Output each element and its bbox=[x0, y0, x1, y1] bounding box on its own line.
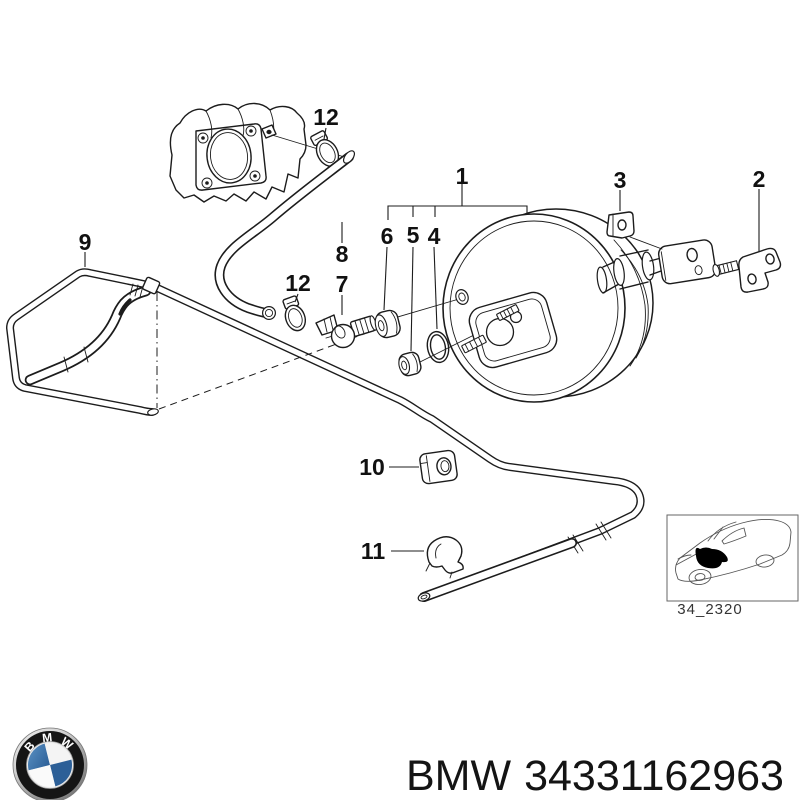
bracket-with-bolt-2 bbox=[712, 247, 782, 293]
bmw-logo: B M W bbox=[12, 727, 88, 800]
o-ring-4 bbox=[426, 330, 450, 364]
part-label-12-mid: 12 bbox=[285, 270, 311, 296]
hose-end-opening bbox=[417, 592, 431, 602]
brand-text: BMW bbox=[406, 752, 512, 800]
grommet-10 bbox=[419, 449, 458, 485]
part-label-8: 8 bbox=[336, 241, 349, 267]
vacuum-pipe-9 bbox=[6, 268, 645, 602]
pipe-end-opening bbox=[147, 408, 159, 416]
part-label-2: 2 bbox=[753, 166, 766, 192]
flange-bolts bbox=[197, 125, 261, 189]
part-label-5: 5 bbox=[407, 222, 420, 248]
grommet-5 bbox=[398, 351, 422, 377]
location-marker bbox=[695, 547, 728, 569]
part-label-1: 1 bbox=[456, 163, 469, 189]
bmw-quarters bbox=[28, 743, 72, 787]
clevis-fork bbox=[657, 239, 717, 285]
part-label-6: 6 bbox=[381, 223, 394, 249]
part-label-9: 9 bbox=[79, 229, 92, 255]
retaining-bracket-3 bbox=[606, 211, 663, 250]
elbow-shading bbox=[118, 298, 132, 316]
elbow-fitting-7 bbox=[315, 314, 378, 349]
check-valve-port bbox=[455, 289, 469, 305]
part-label-12-top: 12 bbox=[313, 104, 339, 130]
thumbnail-caption: 34_2320 bbox=[677, 601, 742, 618]
hose-section-marks bbox=[63, 346, 89, 373]
car-sketch bbox=[675, 518, 792, 586]
intake-manifold-sketch bbox=[169, 102, 307, 203]
part-label-11: 11 bbox=[361, 538, 386, 564]
part-number: 34331162963 bbox=[524, 752, 784, 800]
vacuum-hose-8 bbox=[214, 150, 356, 321]
throttle-flange bbox=[195, 123, 267, 191]
booster-face-details bbox=[455, 289, 558, 369]
stud-lower bbox=[461, 334, 487, 354]
grommet-6 bbox=[374, 309, 401, 339]
label-leaders bbox=[84, 127, 760, 552]
callout-bracket-1 bbox=[387, 184, 528, 220]
hose-clamp-mid bbox=[282, 295, 307, 332]
clip-11 bbox=[425, 536, 464, 579]
logo-letter-m: M bbox=[41, 730, 52, 745]
keyhole-port bbox=[485, 317, 515, 347]
part-label-10: 10 bbox=[359, 454, 385, 480]
pushrod-clevis bbox=[596, 239, 717, 294]
stud-upper bbox=[496, 304, 520, 321]
part-label-7: 7 bbox=[336, 271, 349, 297]
part-label-3: 3 bbox=[614, 167, 627, 193]
pipe-union bbox=[142, 276, 161, 295]
car-location-thumbnail: 34_2320 bbox=[666, 514, 799, 618]
projection-line-diagonal bbox=[158, 330, 373, 410]
part-labels: 12 1 3 2 9 8 6 5 4 12 7 10 11 bbox=[79, 104, 766, 564]
part-label-4: 4 bbox=[428, 223, 441, 249]
